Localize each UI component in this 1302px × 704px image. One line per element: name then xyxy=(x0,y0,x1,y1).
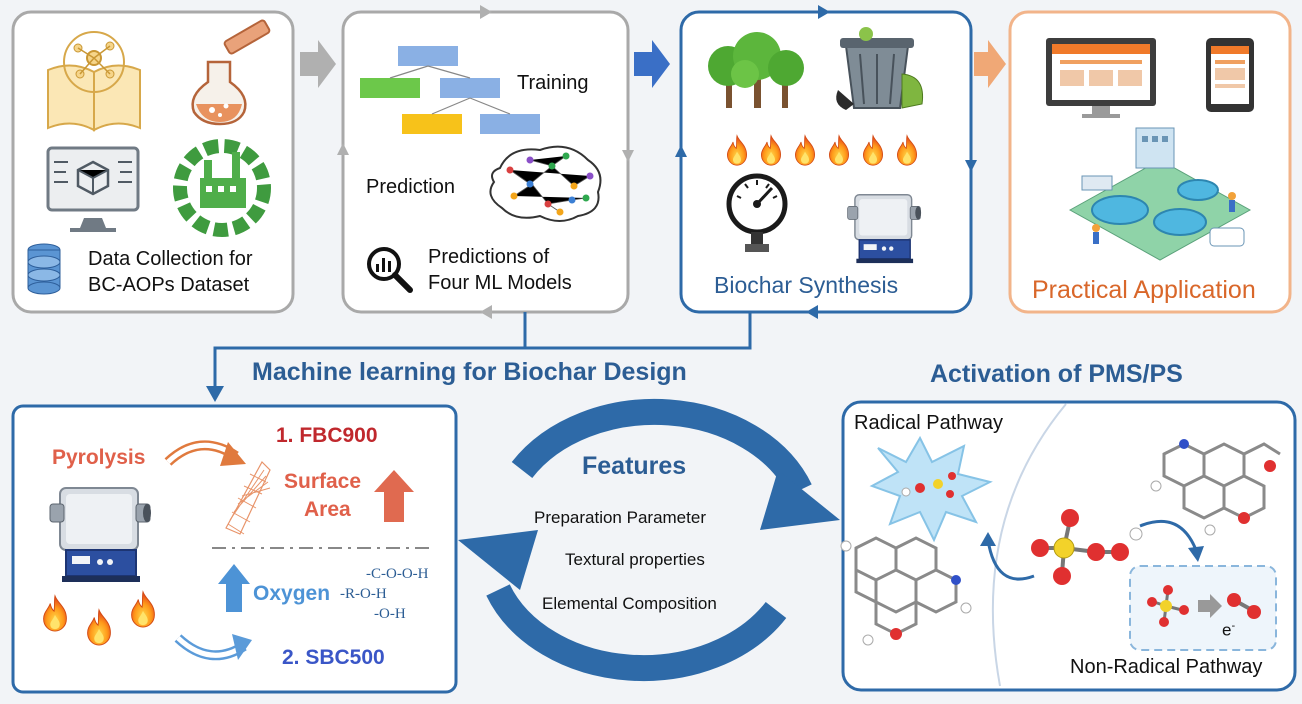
feature-item-3: Elemental Composition xyxy=(542,594,717,613)
up-arrow-icon xyxy=(374,470,414,522)
electron-charge: - xyxy=(1231,620,1236,632)
magnifier-chart-icon xyxy=(367,247,413,293)
electron-symbol: e xyxy=(1222,620,1232,640)
data-collection-box xyxy=(11,10,295,314)
sbc500-label: 2. SBC500 xyxy=(282,646,385,669)
graphene-molecule-icon xyxy=(840,439,1281,646)
orange-arrow-3 xyxy=(974,40,1006,88)
trees-icon xyxy=(708,32,804,108)
practical-application-box xyxy=(1008,10,1292,314)
oxygen-label: Oxygen xyxy=(253,582,331,605)
flask-icon xyxy=(191,19,271,126)
brain-network-icon xyxy=(489,145,602,222)
group-coh-label: -C-O-O-H xyxy=(366,566,429,582)
radical-burst-icon xyxy=(869,435,993,543)
non-radical-pathway-label: Non-Radical Pathway xyxy=(1070,656,1263,678)
feature-item-1: Preparation Parameter xyxy=(534,508,706,527)
pressure-gauge-icon xyxy=(726,173,788,252)
factory-gear-icon xyxy=(173,139,271,237)
pms-molecule-icon xyxy=(1031,509,1143,585)
electron-label: e- xyxy=(1222,620,1235,641)
water-treatment-plant-icon xyxy=(1068,127,1252,261)
feature-item-2: Textural properties xyxy=(565,550,705,569)
pyrolysis-label: Pyrolysis xyxy=(52,446,146,469)
book-network-icon xyxy=(47,31,141,132)
furnace-icon xyxy=(48,486,153,584)
blue-arrow-2 xyxy=(634,40,670,88)
activation-box xyxy=(840,400,1297,692)
connector-line xyxy=(213,312,527,390)
database-icon xyxy=(27,243,61,295)
group-roh-label: -R-O-H xyxy=(340,586,387,602)
ml-training-box xyxy=(337,5,634,319)
features-title: Features xyxy=(582,452,687,480)
fbc900-label: 1. FBC900 xyxy=(276,424,378,447)
desktop-monitor-icon xyxy=(1046,38,1156,118)
gray-arrow-1 xyxy=(300,40,336,88)
activation-title: Activation of PMS/PS xyxy=(930,360,1183,388)
tablet-icon xyxy=(1206,38,1254,112)
data-collection-title-line2: BC-AOPs Dataset xyxy=(88,274,250,296)
decision-tree-icon xyxy=(360,46,540,134)
surface-area-line2: Area xyxy=(304,498,351,521)
practical-application-title: Practical Application xyxy=(1032,276,1256,304)
biochar-design-box xyxy=(11,404,458,694)
prediction-label: Prediction xyxy=(366,176,455,198)
features-cycle xyxy=(458,398,840,682)
predictions-line2: Four ML Models xyxy=(428,272,572,294)
monitor-cube-icon xyxy=(46,146,140,232)
training-label: Training xyxy=(517,72,589,94)
biochar-synthesis-box xyxy=(675,5,977,319)
trash-can-icon xyxy=(836,27,924,110)
predictions-line1: Predictions of xyxy=(428,246,550,268)
graphene-cone-icon xyxy=(225,461,271,535)
data-collection-title-line1: Data Collection for xyxy=(88,248,253,270)
radical-pathway-label: Radical Pathway xyxy=(854,412,1003,434)
ml-biochar-design-title: Machine learning for Biochar Design xyxy=(252,358,687,386)
biochar-synthesis-title: Biochar Synthesis xyxy=(714,272,899,298)
surface-area-line1: Surface xyxy=(284,470,362,493)
furnace-icon xyxy=(846,193,923,265)
group-oh-label: -O-H xyxy=(374,606,406,622)
